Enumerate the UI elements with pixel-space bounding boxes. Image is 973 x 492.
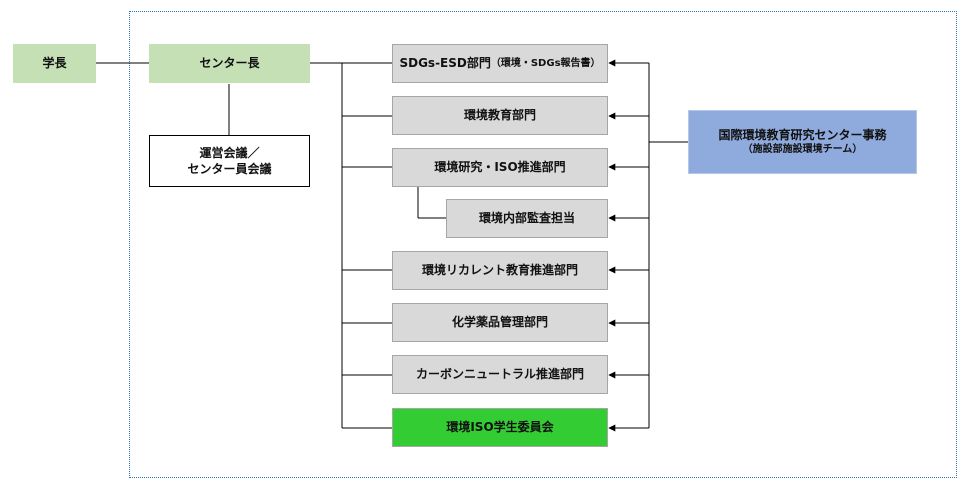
carbon-neutral-division-box: カーボンニュートラル推進部門 <box>392 355 608 394</box>
recurrent-education-label: 環境リカレント教育推進部門 <box>421 263 578 278</box>
student-committee-label: 環境ISO学生委員会 <box>446 420 554 435</box>
director-box: センター長 <box>149 44 310 83</box>
center-office-sublabel: （施設部施設環境チーム） <box>742 144 863 156</box>
meetings-label-line2: センター員会議 <box>187 162 272 176</box>
recurrent-education-division-box: 環境リカレント教育推進部門 <box>392 251 608 290</box>
internal-audit-label: 環境内部監査担当 <box>478 211 575 226</box>
carbon-neutral-label: カーボンニュートラル推進部門 <box>415 367 584 382</box>
center-office-label: 国際環境教育研究センター事務 <box>718 128 887 143</box>
env-education-division-box: 環境教育部門 <box>392 96 608 135</box>
director-label: センター長 <box>199 56 260 71</box>
center-boundary-frame <box>129 11 957 478</box>
env-education-label: 環境教育部門 <box>463 108 536 123</box>
env-research-iso-division-box: 環境研究・ISO推進部門 <box>392 148 608 187</box>
president-box: 学長 <box>13 44 96 83</box>
chemicals-label: 化学薬品管理部門 <box>451 315 548 330</box>
internal-audit-box: 環境内部監査担当 <box>446 199 608 238</box>
center-office-box: 国際環境教育研究センター事務 （施設部施設環境チーム） <box>688 110 917 174</box>
student-committee-box: 環境ISO学生委員会 <box>392 408 608 447</box>
sdgs-esd-division-box: SDGs-ESD部門 （環境・SDGs報告書） <box>392 44 608 83</box>
meetings-box: 運営会議／ センター員会議 <box>149 135 310 187</box>
sdgs-esd-label: SDGs-ESD部門 <box>399 56 491 71</box>
chemicals-division-box: 化学薬品管理部門 <box>392 303 608 342</box>
meetings-label-line1: 運営会議／ <box>199 145 260 160</box>
env-research-iso-label: 環境研究・ISO推進部門 <box>434 160 566 175</box>
sdgs-esd-sublabel: （環境・SDGs報告書） <box>490 57 601 69</box>
president-label: 学長 <box>42 56 67 71</box>
